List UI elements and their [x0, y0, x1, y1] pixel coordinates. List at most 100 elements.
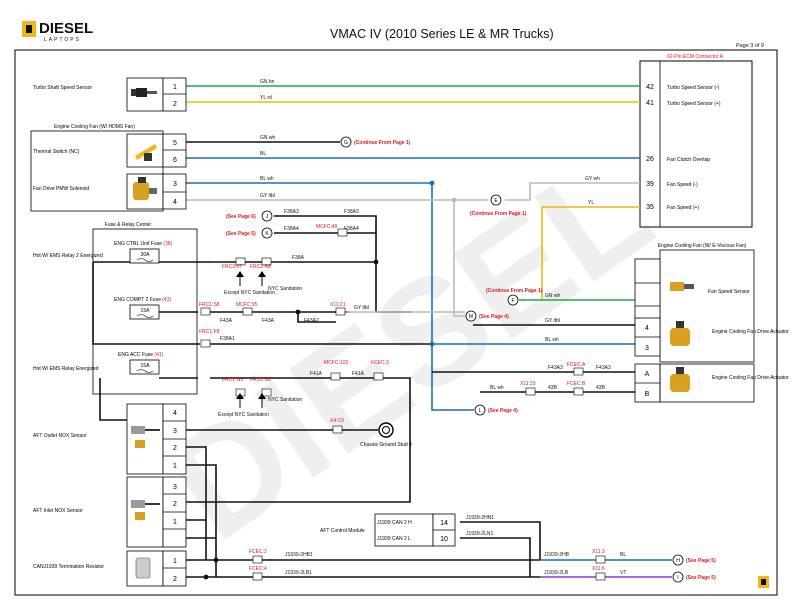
- connector-mcfc95: MCFC:95: [236, 302, 258, 316]
- svg-text:14: 14: [440, 520, 448, 527]
- svg-text:2: 2: [173, 445, 177, 452]
- svg-text:J1939-2HB1: J1939-2HB1: [285, 552, 313, 558]
- svg-text:(Continue From Page 1): (Continue From Page 1): [486, 288, 543, 294]
- svg-text:Fan Speed (-): Fan Speed (-): [667, 182, 698, 188]
- connector-x11-3: X11:3: [592, 549, 606, 564]
- fuse-43: ENG COMPT 2 Fuse (43) 15A: [114, 297, 171, 320]
- connector-x11-6: X11:6: [592, 566, 606, 581]
- fuse-41: ENG ACC Fuse (41) 15A: [118, 352, 164, 375]
- svg-text:Except NYC Sanitation: Except NYC Sanitation: [218, 412, 269, 418]
- svg-text:GN wh: GN wh: [545, 293, 561, 299]
- svg-text:30A: 30A: [141, 252, 151, 258]
- svg-text:10: 10: [440, 536, 448, 543]
- svg-text:F38A4: F38A4: [284, 226, 299, 232]
- nox-sensor-icon: [131, 426, 160, 448]
- svg-text:3: 3: [173, 428, 177, 435]
- up-arrow-icon: [258, 393, 266, 408]
- fan-actuator-block: A B Engine Cooling Fan Drive Actuator: [634, 363, 789, 403]
- svg-text:NYC Sanitation: NYC Sanitation: [268, 397, 302, 403]
- svg-text:FRC2:G8: FRC2:G8: [250, 377, 271, 383]
- svg-text:ENG CTRL Unit Fuse (38): ENG CTRL Unit Fuse (38): [114, 241, 173, 247]
- svg-text:DIESEL: DIESEL: [39, 20, 93, 37]
- svg-text:F43A3: F43A3: [596, 365, 611, 371]
- page-border: [14, 49, 778, 596]
- svg-text:Fan Speed Sensor: Fan Speed Sensor: [708, 289, 750, 295]
- svg-text:2: 2: [173, 576, 177, 583]
- up-arrow-icon: [236, 271, 244, 286]
- wire-f41a: [180, 377, 411, 503]
- wire-can-l-mod: [460, 537, 531, 577]
- svg-text:(See Page 5): (See Page 5): [226, 231, 256, 237]
- svg-text:FCEC:2: FCEC:2: [249, 549, 267, 555]
- svg-text:5: 5: [173, 140, 177, 147]
- page-number: Page 3 of 9: [736, 43, 764, 49]
- svg-text:G: G: [344, 140, 348, 146]
- turbo-sensor-block: Turbo Shaft Speed Sensor 1 2: [33, 77, 187, 112]
- aft-inlet-block: AFT Inlet NOX Sensor 3 2 1: [33, 476, 187, 548]
- svg-text:3: 3: [173, 181, 177, 188]
- solenoid-icon: [133, 177, 157, 200]
- svg-text:Turbo Speed Sensor (+): Turbo Speed Sensor (+): [667, 101, 721, 107]
- ref-l[interactable]: L(See Page 4): [474, 404, 518, 416]
- svg-text:Engine Cooling Fan (W/ E-Visco: Engine Cooling Fan (W/ E-Viscous Fan): [658, 243, 747, 249]
- svg-text:M: M: [469, 314, 473, 320]
- svg-text:1: 1: [173, 84, 177, 91]
- svg-text:I: I: [677, 575, 678, 581]
- svg-text:LAPTOPS: LAPTOPS: [44, 37, 81, 43]
- svg-text:Engine Cooling Fan Drive Actua: Engine Cooling Fan Drive Actuator: [712, 375, 789, 381]
- svg-text:4: 4: [173, 410, 177, 417]
- thermal-switch-icon: [135, 144, 157, 161]
- ref-e[interactable]: E(Continue From Page 1): [470, 194, 527, 217]
- wire-relay2-feed: [92, 262, 200, 345]
- svg-text:GY wh: GY wh: [585, 176, 600, 182]
- svg-text:F38A3: F38A3: [344, 209, 359, 215]
- svg-text:F43A: F43A: [262, 318, 275, 324]
- diesel-laptops-logo: DIESEL LAPTOPS: [22, 20, 93, 43]
- svg-text:3: 3: [645, 345, 649, 352]
- svg-text:(Continue From Page 1): (Continue From Page 1): [354, 140, 411, 146]
- svg-text:(See Page 4): (See Page 4): [488, 408, 518, 414]
- svg-text:Except NYC Sanitation: Except NYC Sanitation: [224, 290, 275, 296]
- svg-text:BL: BL: [260, 151, 266, 157]
- fuse-center-frame: [92, 228, 198, 395]
- connector-x11-21: X11:21: [330, 302, 346, 316]
- svg-text:GY ltbl: GY ltbl: [354, 305, 369, 311]
- resistor-plug-icon: [135, 557, 151, 579]
- svg-text:X4:C9: X4:C9: [330, 418, 344, 424]
- wire-labels: GN bn YL rd GN wh BL BL wh GY ltbl GY wh…: [220, 79, 626, 576]
- svg-text:J1939 CAN 2 H: J1939 CAN 2 H: [377, 520, 412, 526]
- ref-k[interactable]: K(See Page 5): [226, 227, 273, 239]
- thermal-switch-block: Thermal Switch (NC) 5 6: [33, 133, 187, 168]
- svg-text:X11:33: X11:33: [520, 381, 536, 387]
- svg-text:4: 4: [645, 325, 649, 332]
- connector-x11-33: X11:33: [520, 381, 536, 396]
- svg-text:F43A3: F43A3: [548, 365, 563, 371]
- ref-j[interactable]: J(See Page 6): [226, 210, 273, 222]
- connector-frc1-s8: FRC1:S8: [199, 302, 220, 316]
- connector-fcec-a: FCEC:A: [567, 362, 586, 376]
- svg-text:B: B: [645, 391, 650, 398]
- wire-outlet-2: [186, 446, 207, 560]
- svg-text:F38A4: F38A4: [344, 226, 359, 232]
- connector-frc2-r8: FRC2:R8: [250, 257, 272, 270]
- ref-i[interactable]: I(See Page 5): [672, 571, 716, 583]
- svg-text:FRC3:07: FRC3:07: [222, 264, 242, 270]
- ref-m[interactable]: M(See Page 4): [465, 310, 509, 322]
- svg-text:FCEC:4: FCEC:4: [249, 566, 267, 572]
- watermark: DIESEL: [139, 123, 679, 571]
- svg-text:NYC Sanitation: NYC Sanitation: [268, 286, 302, 292]
- ref-h[interactable]: H(See Page 5): [672, 554, 716, 566]
- fuse-center-label: Fuse & Relay Center: [105, 222, 152, 228]
- pwm-solenoid-block: Fan Drive PMW Solenoid 3 4: [33, 173, 187, 210]
- ref-g[interactable]: G (Continue From Page 1): [340, 136, 411, 148]
- connector-frc3-07: FRC3:07: [222, 257, 246, 270]
- svg-text:J1939-2LB: J1939-2LB: [544, 570, 569, 576]
- svg-text:ENG COMPT 2 Fuse (43): ENG COMPT 2 Fuse (43): [114, 297, 171, 303]
- turbo-sensor-label: Turbo Shaft Speed Sensor: [33, 85, 92, 91]
- svg-text:FRC2:R8: FRC2:R8: [250, 264, 271, 270]
- inline-connectors: MCFC:49 FRC3:07 FRC2:R8 FRC1:S8 MCFC:95 …: [199, 224, 606, 581]
- ref-f[interactable]: F(Continue From Page 1): [486, 288, 543, 306]
- wire-gy-wh-ecm: [505, 182, 640, 201]
